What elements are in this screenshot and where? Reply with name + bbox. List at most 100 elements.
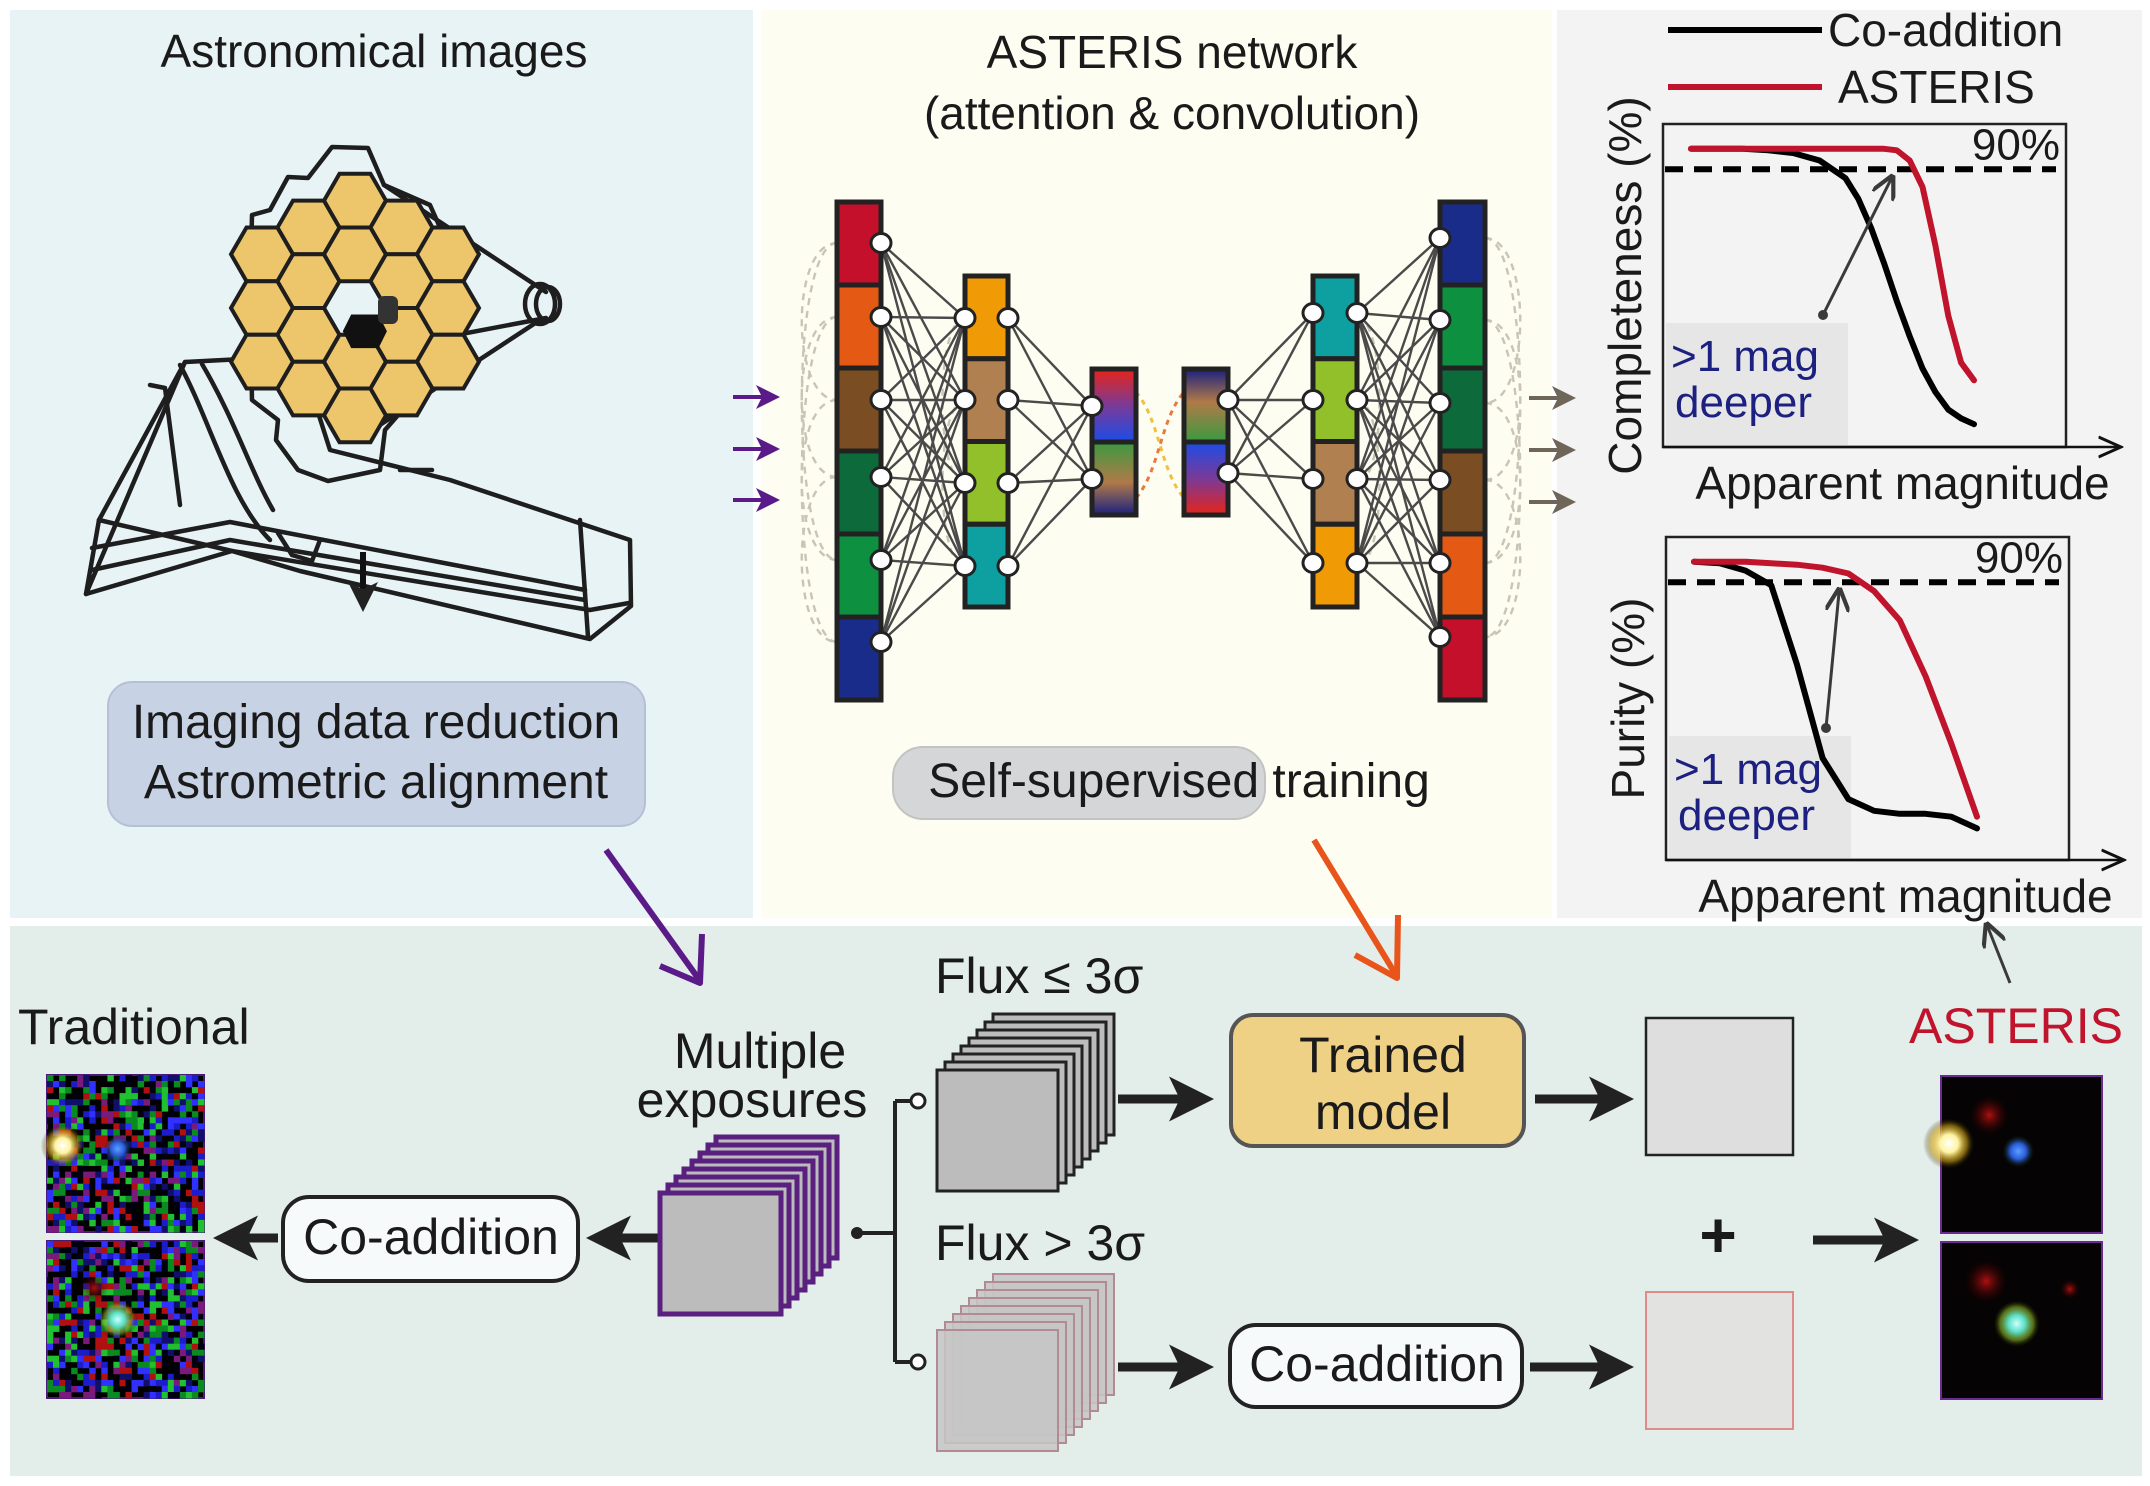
asteris-images xyxy=(1923,1075,2103,1400)
network-edge xyxy=(1226,312,1315,474)
network-node xyxy=(1345,389,1369,411)
network-node xyxy=(953,555,977,577)
source-blob xyxy=(1992,1299,2041,1348)
annotation-line2: deeper xyxy=(1678,791,1815,840)
co-addition-box-left: Co-addition xyxy=(281,1195,580,1283)
self-supervised-training-box: Self-supervised training xyxy=(892,746,1430,820)
series-line-co-addition xyxy=(1691,558,1980,832)
noisy-image xyxy=(40,1074,205,1233)
feature-block xyxy=(1437,531,1488,620)
data-reduction-line2: Astrometric alignment xyxy=(144,756,608,809)
network-node xyxy=(1345,302,1369,324)
co-addition-right-label: Co-addition xyxy=(1249,1336,1505,1392)
network-node xyxy=(996,472,1020,494)
legend-label-co-addition: Co-addition xyxy=(1828,4,2063,56)
network-node xyxy=(1428,626,1452,648)
network-edge xyxy=(1227,399,1314,480)
network-edge xyxy=(879,399,967,643)
trained-model-box: Trained model xyxy=(1229,1013,1526,1148)
network-node xyxy=(996,307,1020,329)
orange-arrow-icon xyxy=(1311,838,1399,977)
network-node xyxy=(1345,468,1369,490)
skip-arc xyxy=(1484,236,1522,565)
y-axis-label: Completeness (%) xyxy=(1599,96,1651,474)
astronomical-images-title: Astronomical images xyxy=(161,25,588,77)
network-edge xyxy=(1227,471,1314,481)
network-node xyxy=(1428,309,1452,331)
branch-node-low xyxy=(909,1092,927,1110)
high-flux-stack xyxy=(936,1273,1115,1452)
flux-high-label: Flux > 3σ xyxy=(935,1215,1145,1271)
source-blob xyxy=(103,1134,132,1163)
layer-bottleneck-out xyxy=(1181,366,1231,518)
network-edge xyxy=(879,482,967,643)
source-blob xyxy=(1964,1259,2009,1304)
network-edge xyxy=(880,315,966,320)
skip-connections xyxy=(800,236,1522,644)
network-edge xyxy=(1007,478,1093,567)
source-blob xyxy=(2059,1279,2080,1300)
network-node xyxy=(869,306,893,328)
skip-arc xyxy=(1484,318,1522,639)
mirror-segment xyxy=(414,332,482,391)
feature-block xyxy=(834,282,884,371)
network-edge xyxy=(1355,237,1442,480)
multiple-exposures-stack xyxy=(657,1134,840,1317)
source-blob xyxy=(1969,1095,2010,1136)
purple-arrowhead-icon xyxy=(658,933,705,986)
network-edge xyxy=(880,242,966,319)
source-blob xyxy=(1923,1117,1976,1170)
skip-arc xyxy=(1484,236,1522,405)
network-edge xyxy=(879,317,967,478)
asteris-image xyxy=(1923,1075,2103,1234)
split-connector xyxy=(851,1092,927,1371)
legend-label-asteris: ASTERIS xyxy=(1838,61,2035,113)
model-output-placeholder xyxy=(1644,1016,1795,1157)
trained-model-line2: model xyxy=(1315,1084,1451,1140)
traditional-label: Traditional xyxy=(18,999,250,1055)
network-edge xyxy=(1007,477,1093,485)
skip-arc xyxy=(800,315,838,479)
primary-mirror-hexagons xyxy=(228,171,482,445)
network-node xyxy=(1428,469,1452,491)
threshold-label: 90% xyxy=(1975,533,2063,582)
feature-block xyxy=(834,365,884,454)
exposures-label-line1: Multiple xyxy=(674,1023,846,1079)
threshold-label: 90% xyxy=(1972,120,2060,169)
layer-bottleneck-in xyxy=(1089,366,1139,518)
series-line-asteris xyxy=(1688,145,1977,384)
network-node xyxy=(996,555,1020,577)
network-node xyxy=(1216,389,1240,411)
network-node xyxy=(996,389,1020,411)
asteris-image xyxy=(1940,1241,2103,1400)
network-node xyxy=(953,472,977,494)
asteris-to-chart-arrow-icon xyxy=(1987,925,2012,984)
network-edge xyxy=(879,317,967,643)
exposure-sheet xyxy=(657,1190,784,1317)
coadd-output-placeholder xyxy=(1645,1291,1794,1430)
network-edge xyxy=(1356,479,1441,564)
network-node xyxy=(1301,552,1325,574)
plus-sign: + xyxy=(1699,1199,1736,1271)
skip-arc xyxy=(800,241,838,402)
network-edge xyxy=(1227,312,1314,401)
output-arrows xyxy=(1529,386,1576,514)
network-edge xyxy=(1355,402,1442,564)
network-edge xyxy=(880,565,966,643)
purple-arrow-icon xyxy=(603,848,701,980)
mirror-segment xyxy=(414,225,482,284)
network-node xyxy=(869,389,893,411)
skip-arc xyxy=(800,315,838,644)
self-supervised-training-label: Self-supervised training xyxy=(928,755,1430,808)
trained-model-line1: Trained xyxy=(1299,1027,1467,1083)
layer-decoder-output xyxy=(1437,199,1488,703)
network-title-line1: ASTERIS network xyxy=(987,26,1359,78)
asteris-network-diagram xyxy=(800,199,1522,703)
network-edge xyxy=(1006,405,1094,567)
network-node xyxy=(869,631,893,653)
network-edge xyxy=(1355,312,1442,638)
attention-link xyxy=(1134,391,1186,499)
layer-encoder-input xyxy=(834,199,884,703)
